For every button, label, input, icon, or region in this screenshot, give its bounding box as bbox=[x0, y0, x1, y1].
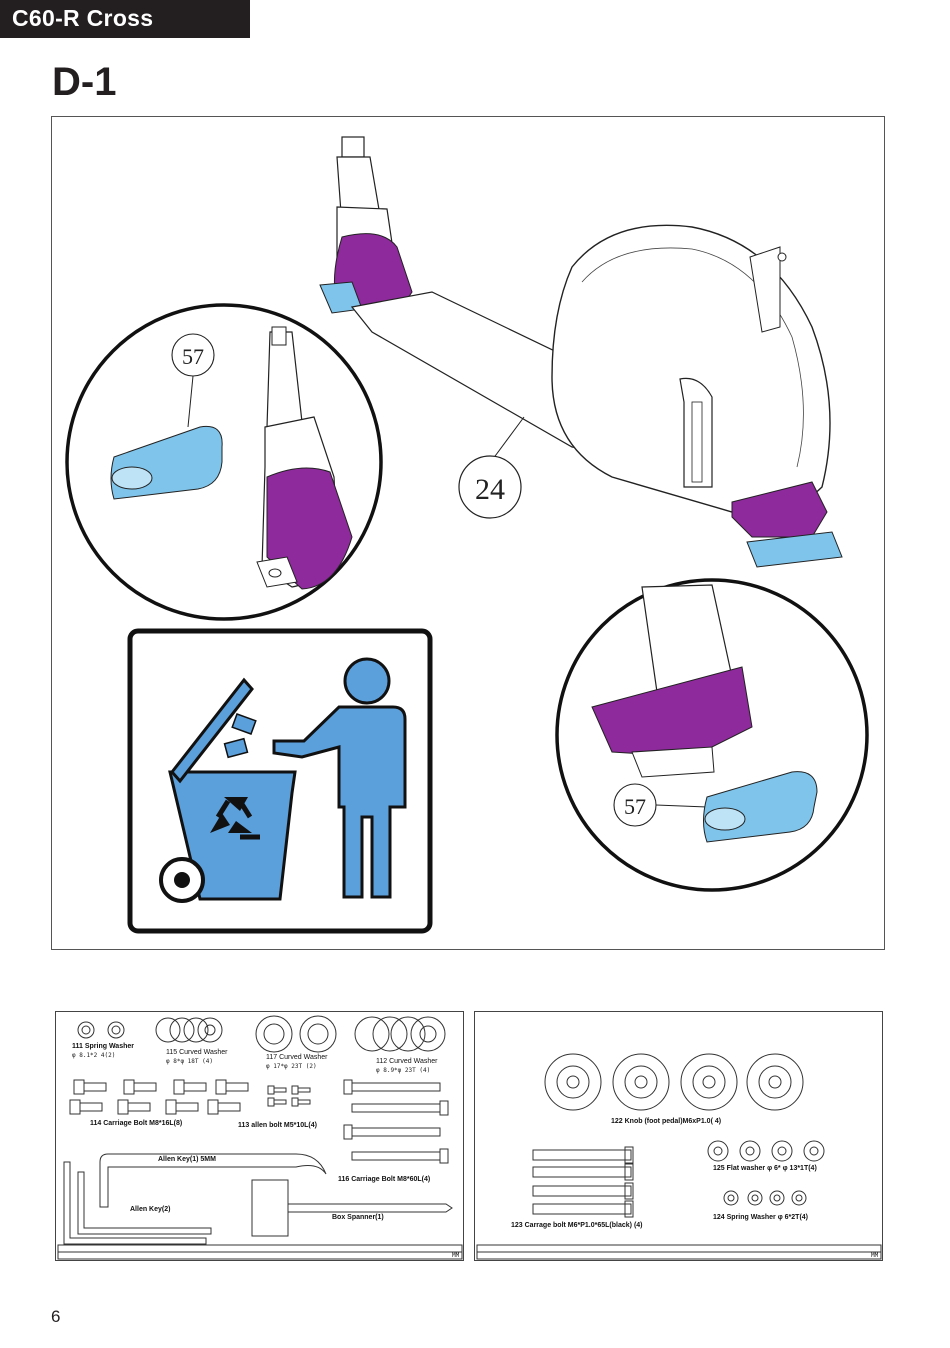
hardware-panel-left: 111 Spring Washer φ 8.1*2 4(2) 115 Curve… bbox=[55, 1011, 464, 1261]
callout-57-bottom: 57 bbox=[624, 794, 646, 819]
end-cap-front bbox=[746, 531, 843, 568]
box-spanner-label: Box Spanner(1) bbox=[332, 1214, 384, 1221]
part-112-spec: φ 8.9*φ 23T (4) bbox=[376, 1067, 431, 1074]
ruler-unit-left: MM bbox=[452, 1252, 460, 1259]
part-111-spec: φ 8.1*2 4(2) bbox=[72, 1052, 116, 1059]
assembly-illustration: 24 57 57 bbox=[51, 116, 885, 950]
part-111-label: 111 Spring Washer bbox=[72, 1043, 134, 1050]
part-113-label: 113 allen bolt M5*10L(4) bbox=[238, 1122, 317, 1129]
callout-24: 24 bbox=[475, 473, 505, 506]
magnify-front-foot: 57 bbox=[555, 578, 869, 892]
dispose-packaging-icon bbox=[127, 628, 433, 934]
manual-title: C60-R Cross bbox=[12, 5, 154, 31]
part-117-label: 117 Curved Washer bbox=[266, 1054, 328, 1061]
allen-key-5mm-label: Allen Key(1) 5MM bbox=[158, 1156, 216, 1163]
callout-57-top: 57 bbox=[182, 344, 204, 369]
part-123-label: 123 Carrage bolt M6*P1.0*65L(black) (4) bbox=[511, 1222, 643, 1229]
step-title: D-1 bbox=[52, 60, 117, 104]
part-112-label: 112 Curved Washer bbox=[376, 1058, 438, 1065]
page-number: 6 bbox=[51, 1307, 61, 1326]
part-122-label: 122 Knob (foot pedal)M6xP1.0( 4) bbox=[611, 1118, 722, 1125]
hardware-left-drawing bbox=[57, 1015, 463, 1260]
part-115-spec: φ 8*φ 18T (4) bbox=[166, 1058, 213, 1065]
part-116-label: 116 Carriage Bolt M8*60L(4) bbox=[338, 1176, 431, 1183]
part-125-label: 125 Flat washer φ 6* φ 13*1T(4) bbox=[713, 1165, 817, 1172]
hardware-panel-right: 122 Knob (foot pedal)M6xP1.0( 4) 125 Fla… bbox=[474, 1011, 883, 1261]
part-115-label: 115 Curved Washer bbox=[166, 1049, 228, 1056]
part-117-spec: φ 17*φ 23T (2) bbox=[266, 1063, 317, 1070]
ruler-unit-right: MM bbox=[871, 1252, 879, 1259]
part-114-label: 114 Carriage Bolt M8*16L(8) bbox=[90, 1120, 183, 1127]
header-bar: C60-R Cross bbox=[0, 0, 250, 38]
assembly-drawing: 24 57 57 bbox=[65, 136, 869, 934]
recycle-icon bbox=[210, 797, 260, 840]
allen-key-2-label: Allen Key(2) bbox=[130, 1206, 171, 1213]
part-124-label: 124 Spring Washer φ 6*2T(4) bbox=[713, 1214, 808, 1221]
hardware-right-drawing bbox=[476, 1053, 882, 1260]
magnify-rear-foot: 57 bbox=[65, 303, 383, 621]
